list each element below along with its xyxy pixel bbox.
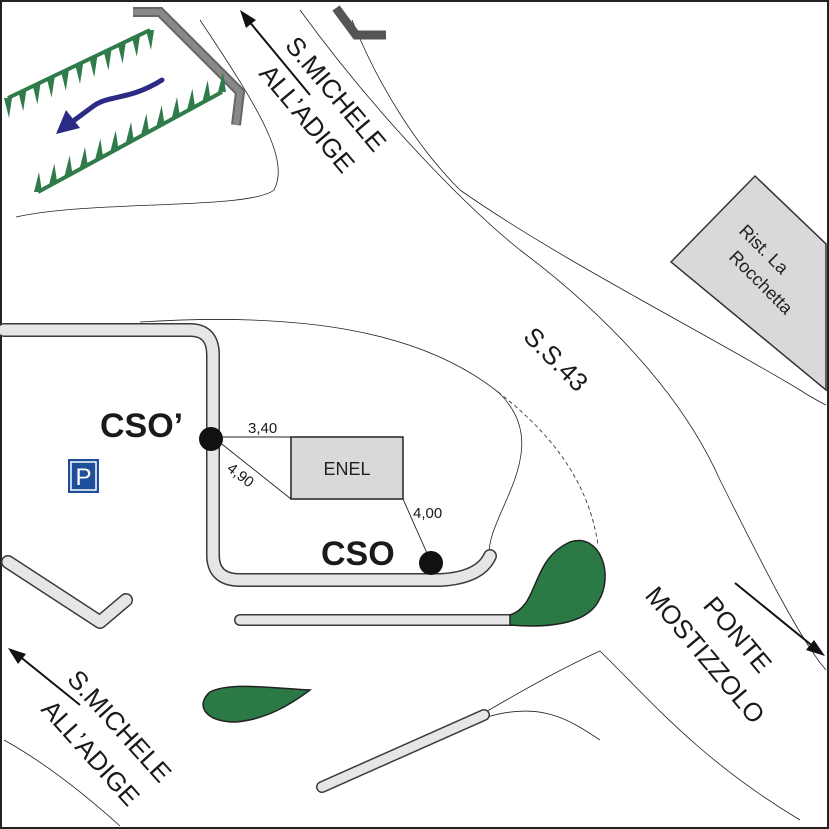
tree-blob-right [509,539,606,627]
enel-building: ENEL [290,436,404,500]
vegetation-tooth [60,70,69,91]
vegetation-tooth [131,36,140,57]
vegetation-tooth [141,113,150,134]
vegetation-tooth [46,77,55,98]
distance-lines [217,436,431,561]
vegetation-tooth [95,138,104,159]
vegetation-tooth [49,163,58,184]
vegetation-tooth [156,105,165,126]
parking-letter: P [75,464,91,491]
vegetation-tooth [103,50,112,71]
restaurant-building: Rist. La Rocchetta [669,174,827,392]
cso-prime-label: CSO’ [100,407,183,445]
distance-label-3-40: 3,40 [248,420,277,437]
river-flow-arrow [56,77,165,134]
cso-point[interactable] [419,551,443,575]
vegetation-tooth [34,172,42,192]
parking-icon: P [68,459,99,493]
vegetation-tooth [18,91,27,112]
vegetation-tooth [64,155,73,176]
vegetation-tooth [146,30,154,50]
top-grey-bend [332,5,386,40]
vegetation-tooth [218,72,226,92]
left-bent-pipe [1,555,133,629]
distance-label-4-00: 4,00 [413,505,442,522]
tree-blob-left [202,685,313,723]
vegetation-tooth [4,98,12,118]
vegetation-tooth [75,64,83,84]
cso-prime-point[interactable] [199,427,223,451]
vegetation-tooth [110,130,119,151]
vegetation-tooth [187,88,196,109]
vegetation-tooth [32,84,41,105]
vegetation-tooth [126,122,134,142]
vegetation-tooth [117,43,126,64]
bottom-diagonal-pipe [316,709,490,793]
road-edges [3,9,827,827]
vegetation-rows [4,28,226,194]
vegetation-tooth [89,57,98,78]
top-grey-wall [133,7,246,126]
cso-label: CSO [321,535,395,573]
main-pipe [0,323,497,587]
vegetation-tooth [172,97,180,117]
arrow-bottom-left-direction [8,648,81,706]
arrow-bottom-right-direction [734,582,825,656]
vegetation-tooth [80,147,88,167]
arrow-top-left-direction [240,10,311,96]
enel-label: ENEL [323,459,370,479]
vegetation-tooth [202,80,211,101]
